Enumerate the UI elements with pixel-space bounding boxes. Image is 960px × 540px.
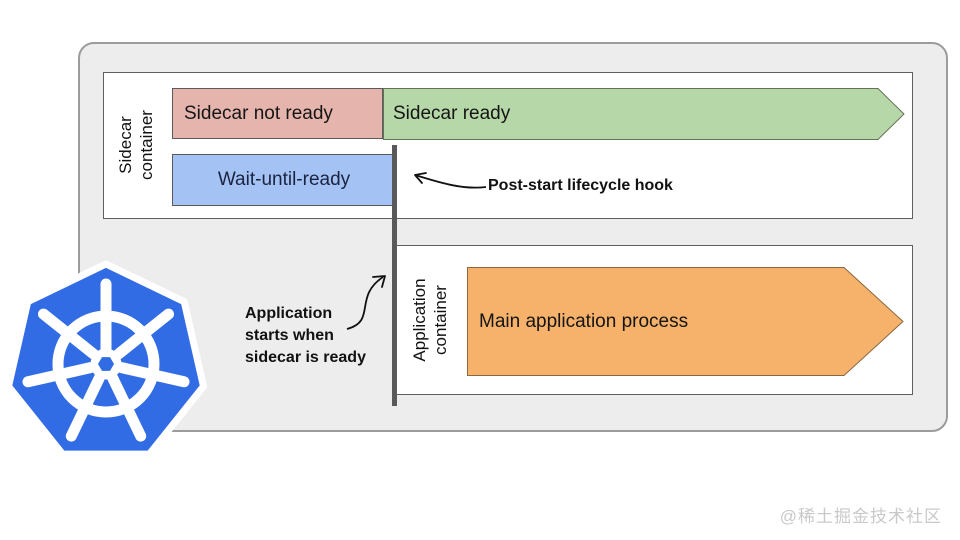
readiness-timeline-line xyxy=(392,145,397,406)
main-application-text: Main application process xyxy=(479,310,689,332)
wait-until-ready-text: Wait-until-ready xyxy=(217,169,351,190)
app-starts-note: Application starts when sidecar is ready xyxy=(245,305,366,366)
kubernetes-logo-icon xyxy=(2,260,210,468)
right-arrow-shape-orange xyxy=(467,267,904,376)
sidecar-not-ready-text: Sidecar not ready xyxy=(184,102,333,124)
app-starts-arrow xyxy=(337,263,402,335)
right-arrow-shape-green xyxy=(383,88,905,140)
application-container-label: Application container xyxy=(410,278,450,362)
main-application-arrow-bar: Main application process xyxy=(467,267,904,376)
curved-arrow-up-right-icon xyxy=(346,275,386,330)
community-watermark: @稀土掘金技术社区 xyxy=(779,507,942,526)
curved-arrow-left-icon xyxy=(414,172,487,189)
post-start-hook-note: Post-start lifecycle hook xyxy=(488,177,673,194)
post-start-arrow xyxy=(402,166,492,194)
sidecar-ready-arrow-bar: Sidecar ready xyxy=(383,88,905,140)
sidecar-ready-text: Sidecar ready xyxy=(393,103,511,124)
sidecar-container-label: Sidecar container xyxy=(116,110,156,180)
wait-until-ready-bar: Wait-until-ready xyxy=(172,154,396,206)
sidecar-not-ready-bar: Sidecar not ready xyxy=(172,88,383,139)
